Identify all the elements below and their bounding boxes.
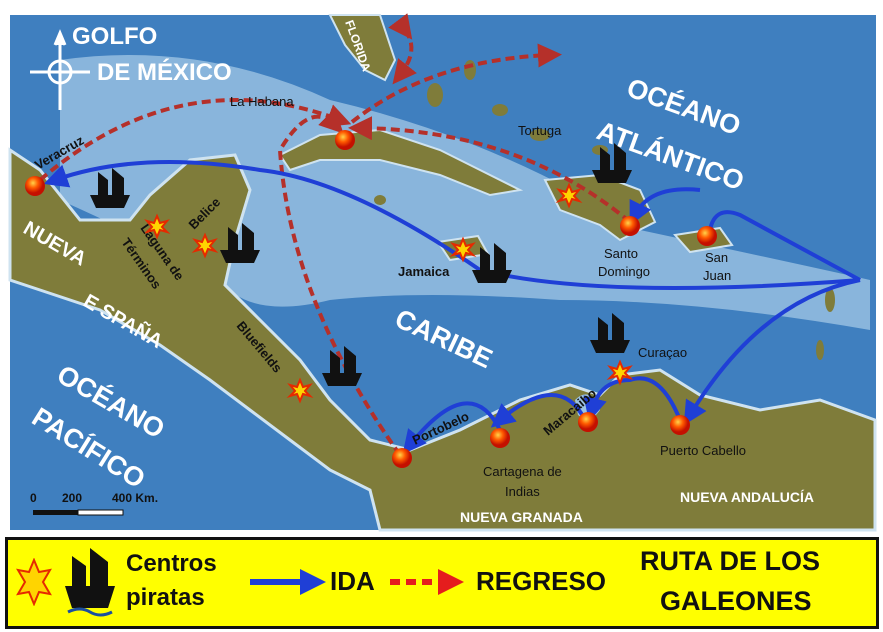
ship-icon	[90, 168, 130, 208]
santo-domingo-label-2: Domingo	[598, 264, 650, 279]
nueva-granada-label: NUEVA GRANADA	[460, 509, 583, 525]
star-icon	[143, 213, 171, 240]
tortuga-label: Tortuga	[518, 123, 562, 138]
curacao-label: Curaçao	[638, 345, 687, 360]
city-marker-santo-domingo	[620, 216, 640, 236]
legend-regreso: REGRESO	[476, 566, 607, 596]
legend-title-2: GALEONES	[660, 586, 812, 616]
legend-pirates-2: piratas	[126, 584, 205, 611]
star-icon	[191, 232, 219, 259]
ship-icon	[590, 313, 630, 353]
la-habana-label: La Habana	[230, 94, 294, 109]
ida-arrow-icon	[250, 569, 326, 595]
pirate-ship-icon	[65, 548, 115, 617]
cartagena-label-1: Cartagena de	[483, 464, 562, 479]
city-marker-cartagena	[490, 428, 510, 448]
ship-icon	[220, 223, 260, 263]
scale-bar: 0 200 400 Km.	[30, 491, 158, 516]
ida-routes	[43, 160, 861, 455]
star-icon	[286, 377, 314, 404]
city-marker-la-habana	[335, 130, 355, 150]
gulf-label-1: GOLFO	[72, 23, 157, 50]
gulf-label-2: DE MÉXICO	[97, 58, 232, 86]
legend-ida: IDA	[330, 566, 375, 596]
shallow-sea	[60, 55, 870, 330]
city-marker-puerto-cabello	[670, 415, 690, 435]
ship-icon	[322, 346, 362, 386]
pirate-center-markers	[143, 182, 634, 404]
san-juan-label-1: San	[705, 250, 728, 265]
legend-pirates-1: Centros	[126, 550, 217, 577]
florida-land	[328, 14, 397, 82]
legend-title-1: RUTA DE LOS	[640, 546, 820, 576]
cartagena-label-2: Indias	[505, 484, 540, 499]
city-marker-portobelo	[392, 448, 412, 468]
legend: Centros piratas IDA REGRESO RUTA DE LOS …	[5, 537, 879, 629]
star-icon	[449, 236, 477, 263]
city-marker-san-juan	[697, 226, 717, 246]
scale-tick-200: 200	[62, 491, 82, 505]
city-marker-maracaibo	[578, 412, 598, 432]
pirate-ships	[90, 143, 632, 386]
ship-icon	[472, 243, 512, 283]
ship-icon	[592, 143, 632, 183]
san-juan-label-2: Juan	[703, 268, 731, 283]
star-icon	[555, 182, 583, 209]
compass-rose-icon	[30, 29, 90, 110]
scale-tick-400: 400 Km.	[112, 491, 158, 505]
scale-tick-0: 0	[30, 491, 37, 505]
star-icon	[606, 359, 634, 386]
puerto-cabello-label: Puerto Cabello	[660, 443, 746, 458]
santo-domingo-label-1: Santo	[604, 246, 638, 261]
jamaica-label: Jamaica	[398, 264, 450, 279]
pirate-star-icon	[16, 558, 52, 606]
nueva-andalucia-label: NUEVA ANDALUCÍA	[680, 489, 814, 505]
regreso-arrow-icon	[390, 569, 464, 595]
city-markers	[25, 130, 717, 468]
caribbean-galleon-route-map: GOLFO DE MÉXICO OCÉANO ATLÁNTICO OCÉANO …	[8, 13, 877, 532]
city-marker-veracruz	[25, 176, 45, 196]
